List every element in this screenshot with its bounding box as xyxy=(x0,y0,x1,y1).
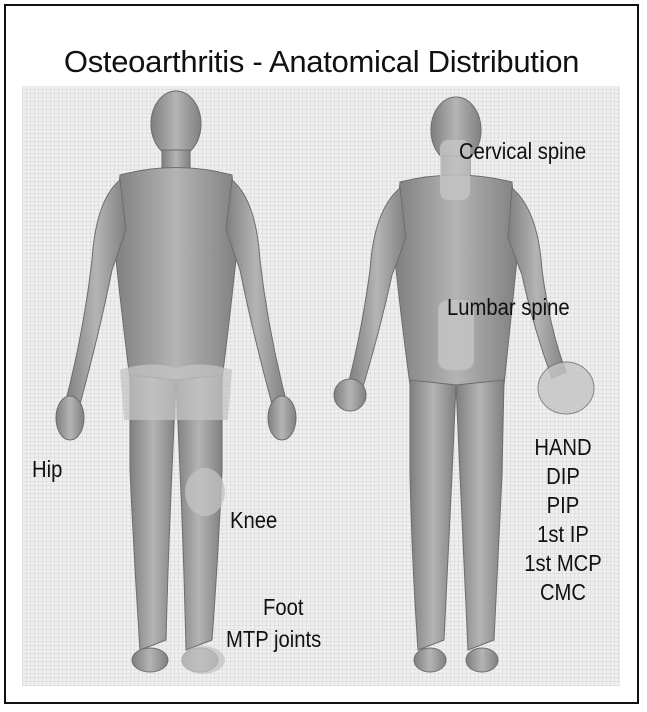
front-right-arm xyxy=(226,180,286,404)
hand-joint-cmc: CMC xyxy=(521,581,605,604)
knee-highlight xyxy=(185,468,225,516)
label-cervical-spine: Cervical spine xyxy=(459,140,586,163)
front-left-hand xyxy=(56,396,84,440)
front-torso xyxy=(114,168,238,381)
label-lumbar-spine: Lumbar spine xyxy=(447,296,570,319)
back-right-foot xyxy=(466,648,498,672)
label-hip: Hip xyxy=(32,458,62,481)
back-left-foot xyxy=(414,648,446,672)
hand-joint-list: HAND DIP PIP 1st IP 1st MCP CMC xyxy=(515,436,611,610)
front-left-arm xyxy=(66,180,126,404)
back-left-leg xyxy=(410,380,456,650)
label-knee: Knee xyxy=(230,509,277,532)
back-right-arm xyxy=(508,188,566,378)
hand-joint-dip: DIP xyxy=(521,465,605,488)
front-left-foot xyxy=(132,648,168,672)
hand-joint-pip: PIP xyxy=(521,494,605,517)
back-left-hand xyxy=(334,379,366,411)
front-head xyxy=(151,91,201,157)
label-foot: Foot xyxy=(263,596,304,619)
back-left-arm xyxy=(348,188,406,390)
hand-joint-1st-ip: 1st IP xyxy=(521,523,605,546)
label-mtp-joints: MTP joints xyxy=(226,628,321,651)
hand-highlight xyxy=(538,362,594,414)
front-right-hand xyxy=(268,396,296,440)
hand-joint-1st-mcp: 1st MCP xyxy=(521,552,605,575)
hip-highlight xyxy=(120,364,232,420)
hand-heading: HAND xyxy=(521,436,605,459)
back-right-leg xyxy=(456,380,504,650)
foot-highlight xyxy=(181,646,225,674)
